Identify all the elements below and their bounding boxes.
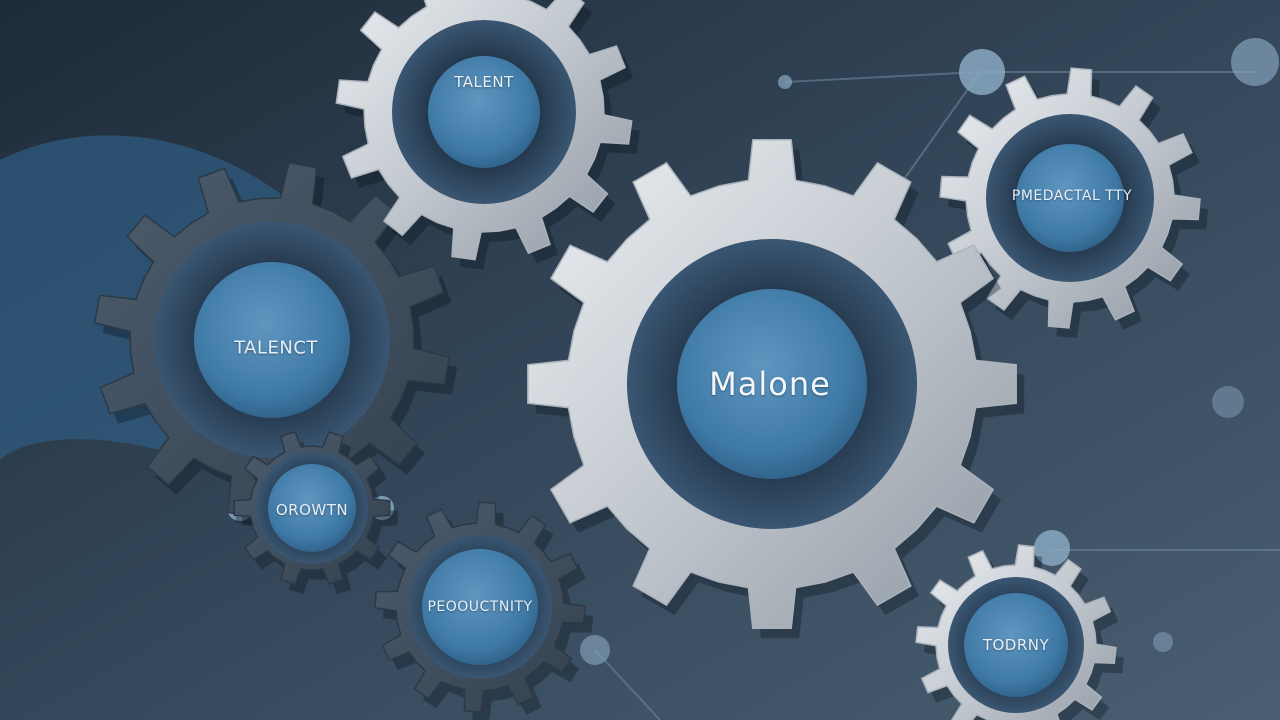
gear-talency-left: [939, 67, 1208, 338]
gear-label-productivity-bottom: PEOOUCTNITY: [427, 599, 533, 615]
gear-label-talent-top: TALENT: [454, 73, 514, 91]
gear-label-todrny: TODRNY: [982, 636, 1050, 654]
gear-hub: [422, 549, 538, 665]
gear-hub: [428, 56, 540, 168]
gear-label-talency-left: TALENCT: [234, 337, 318, 359]
gear-label-main: Malone: [709, 365, 831, 403]
gear-talent-top: [527, 139, 1025, 639]
gear-hub: [268, 464, 356, 552]
gear-main: [93, 161, 458, 528]
gear-hub: [1016, 144, 1124, 252]
gear-growth: [233, 430, 398, 595]
gear-todrny: [915, 544, 1124, 720]
gear-label-growth: OROWTN: [275, 501, 349, 519]
gear-productivity-bottom: [374, 501, 593, 720]
gear-hub: [677, 289, 867, 479]
gear-label-productivity-right: PMEDACTAL TTY: [1011, 188, 1133, 204]
gear-productivity-right: [335, 0, 640, 270]
gear-hub: [194, 262, 350, 418]
gear-hub: [964, 593, 1068, 697]
